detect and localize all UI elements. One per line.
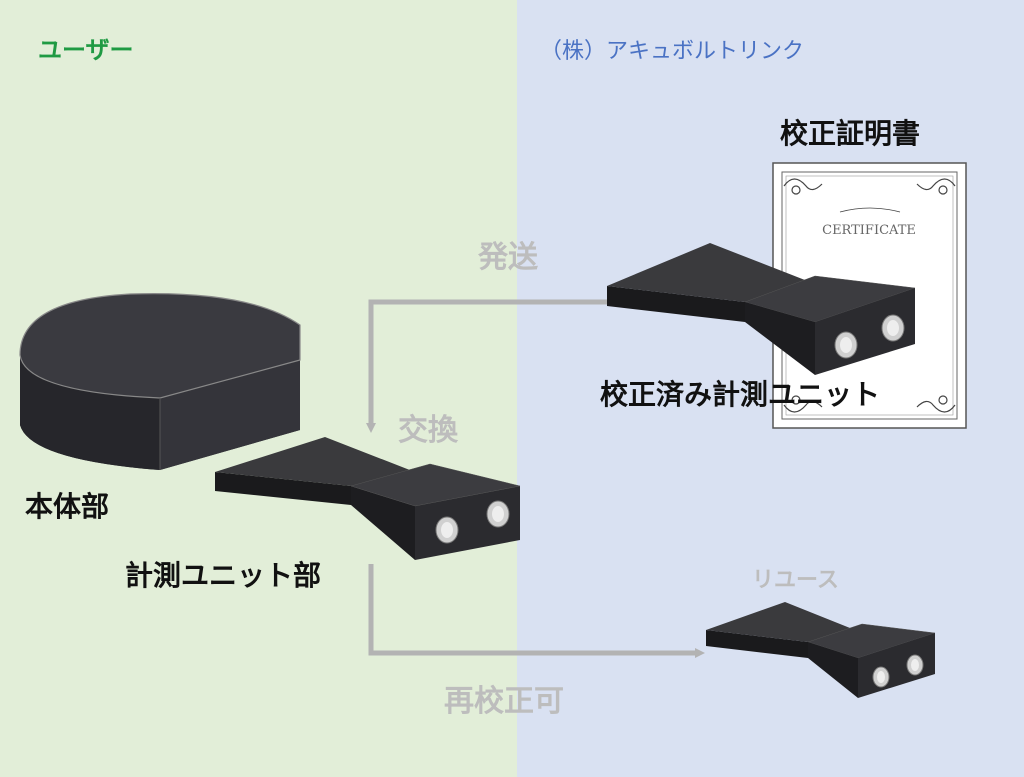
measurement-unit-device xyxy=(215,437,521,560)
reuse-unit-device xyxy=(706,602,936,698)
calibrated-unit-device xyxy=(607,243,916,375)
ship-label: 発送 xyxy=(478,240,538,275)
recalibration-label: 再校正可 xyxy=(444,684,564,719)
certificate-heading: CERTIFICATE xyxy=(822,223,916,238)
calibrated-unit-label: 校正済み計測ユニット xyxy=(600,378,881,411)
recalibration-arrow xyxy=(368,564,705,658)
ornament-icon xyxy=(783,178,956,413)
main-body-device xyxy=(19,293,301,470)
ship-arrow xyxy=(366,299,607,433)
certificate-label: 校正証明書 xyxy=(780,117,921,150)
vendor-region-title: （株）アキュボルトリンク xyxy=(540,39,805,64)
user-region-title: ユーザー xyxy=(38,36,134,64)
exchange-label: 交換 xyxy=(398,413,458,448)
main-body-label: 本体部 xyxy=(25,490,110,523)
reuse-label: リユース xyxy=(752,568,839,593)
measurement-unit-label: 計測ユニット部 xyxy=(125,559,322,592)
